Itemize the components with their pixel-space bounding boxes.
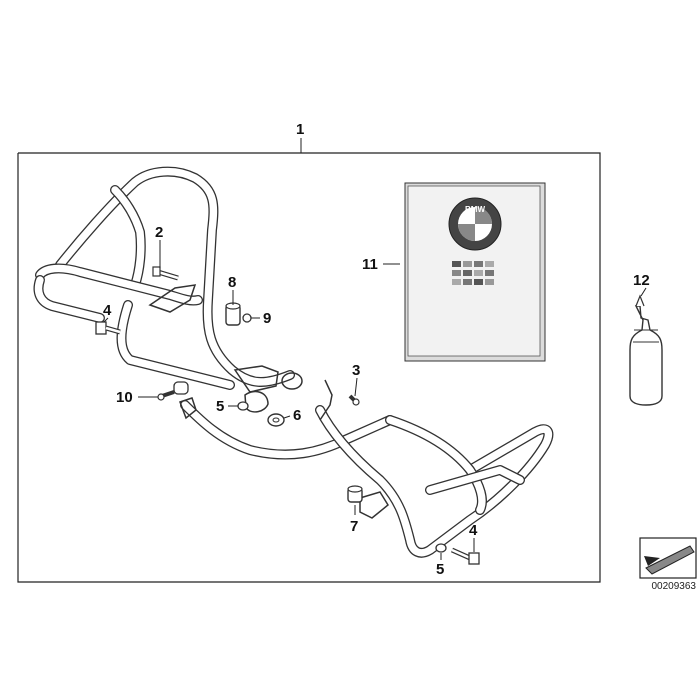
callout-5-left: 5 [216, 398, 224, 415]
callout-9: 9 [263, 310, 271, 327]
leader-lines [103, 240, 647, 560]
callout-5-right: 5 [436, 561, 444, 578]
arrow-corner-icon [639, 537, 697, 579]
owner-manual: BMW [404, 182, 546, 362]
callout-4-left: 4 [103, 302, 112, 319]
callout-7: 7 [350, 518, 358, 535]
spacer-8 [225, 302, 241, 326]
bmw-logo-text: BMW [465, 205, 485, 214]
bolt-4-right [450, 547, 480, 565]
washer-6 [267, 413, 285, 427]
callout-4-right: 4 [469, 522, 478, 539]
callout-11: 11 [362, 256, 378, 273]
washer-5-left [237, 401, 249, 411]
washer-5-right [435, 543, 447, 553]
bottle-icon [629, 294, 663, 406]
callout-1: 1 [296, 121, 304, 138]
assembly-frame [17, 138, 601, 583]
callout-3: 3 [352, 362, 360, 379]
crash-bar-guard [33, 166, 554, 558]
rubber-7 [347, 485, 363, 503]
callout-2: 2 [155, 224, 163, 241]
bmw-logo-icon: BMW [448, 197, 502, 251]
document-id: 00209363 [651, 581, 697, 592]
bolt-2 [152, 266, 179, 281]
nut-9 [242, 313, 252, 323]
screw-3 [348, 394, 360, 406]
callout-10: 10 [116, 389, 133, 406]
callout-12: 12 [633, 272, 650, 289]
callout-6: 6 [293, 407, 301, 424]
callout-8: 8 [228, 274, 236, 291]
bolt-4-left [95, 321, 121, 335]
flag-row-icon [452, 261, 494, 285]
screw-10 [157, 381, 189, 401]
